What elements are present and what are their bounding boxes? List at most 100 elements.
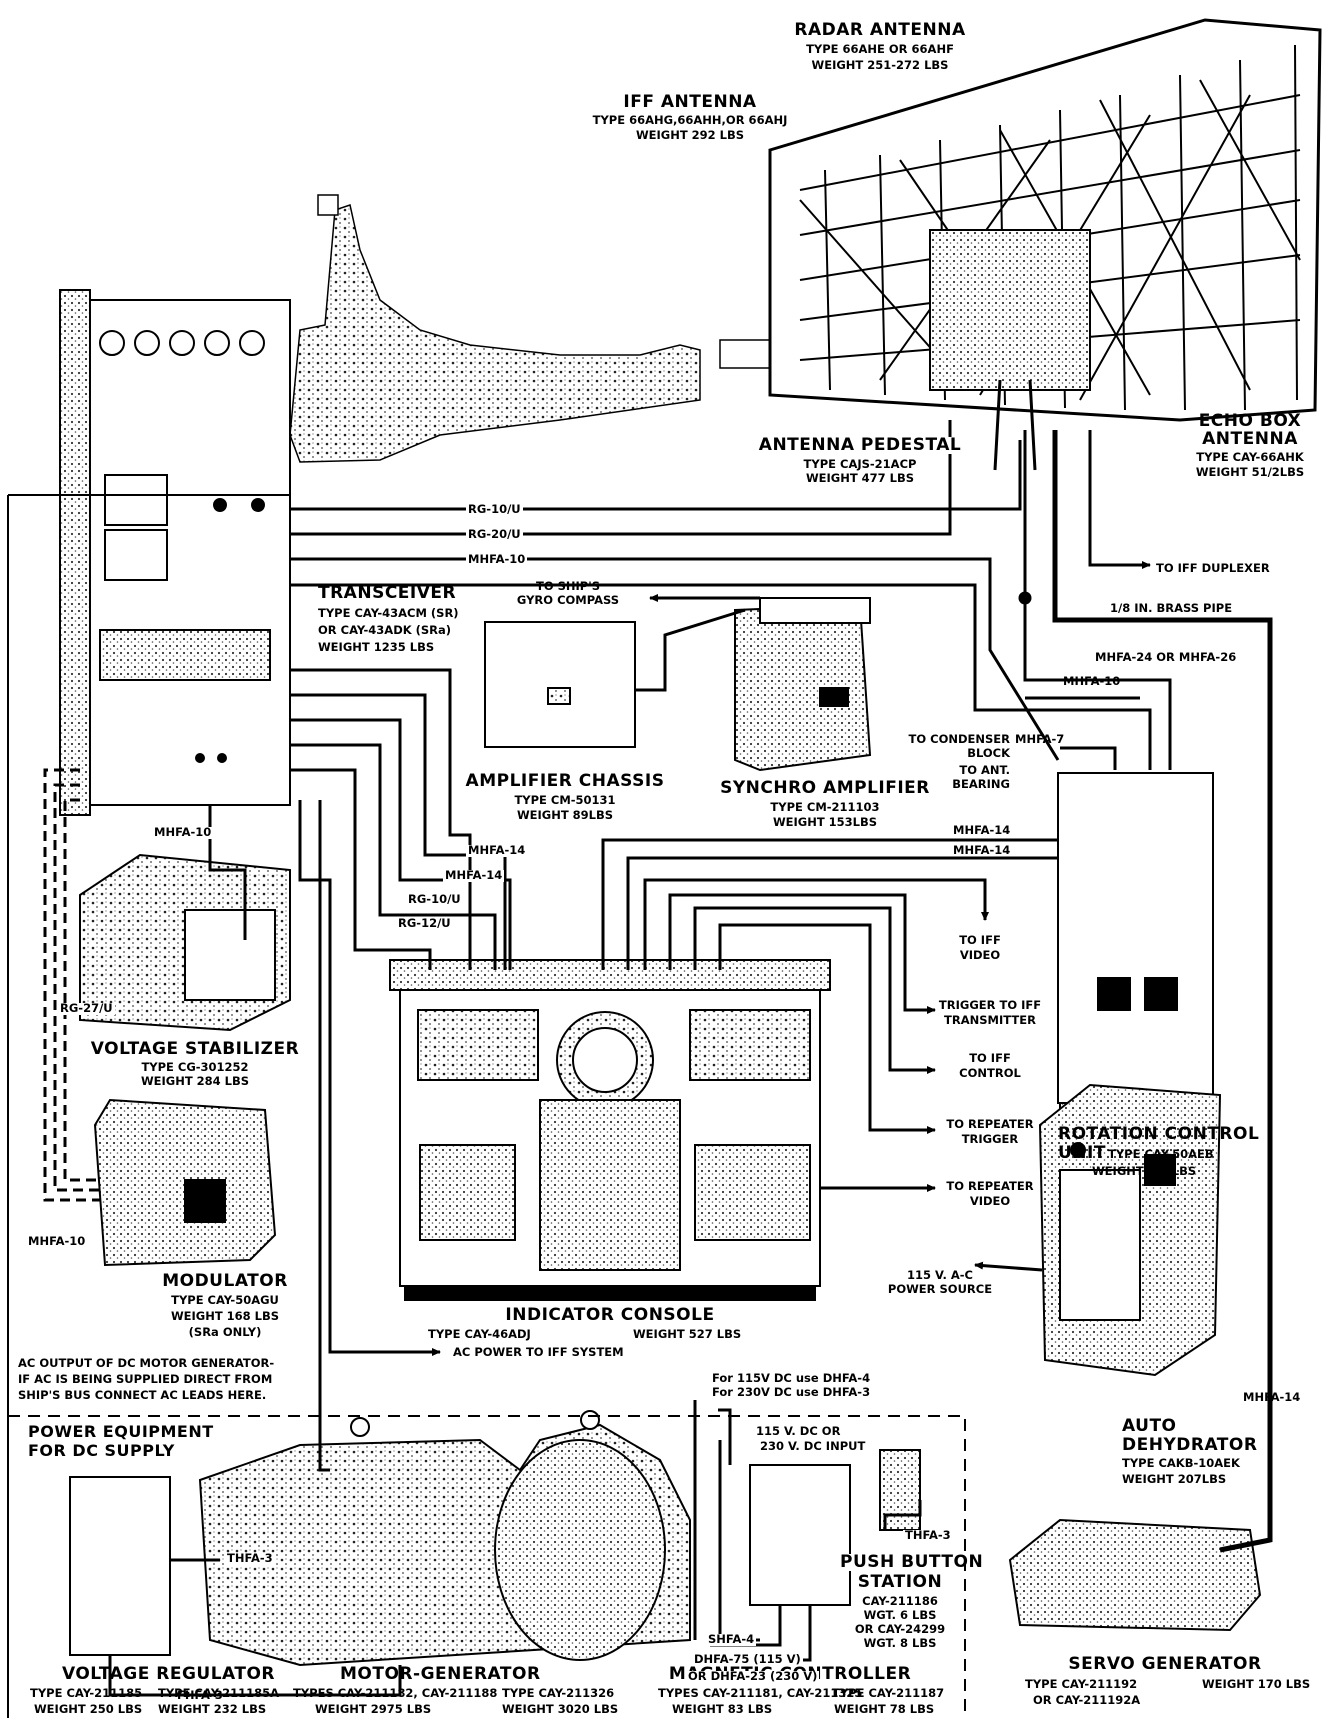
cable-rg20: RG-20/U	[466, 529, 523, 541]
note-dc-input-1: 115 V. DC OR	[756, 1426, 840, 1438]
dest-ant-bearing-1: TO ANT.	[890, 765, 1010, 777]
echo-box-name: ECHO BOX	[1180, 413, 1320, 430]
cable-shfa4: SHFA-4	[706, 1634, 756, 1646]
motor-generator-name: MOTOR-GENERATOR	[340, 1666, 540, 1683]
transceiver-image	[60, 290, 290, 815]
modulator-weight: WEIGHT 168 LBS	[115, 1311, 335, 1323]
motor-generator-weight-2: WEIGHT 3020 LBS	[502, 1704, 618, 1716]
transceiver-type: TYPE CAY-43ACM (SR)	[318, 608, 459, 620]
modulator-name: MODULATOR	[115, 1273, 335, 1290]
cable-mhfa14-b: MHFA-14	[953, 845, 1010, 857]
cable-brass-pipe: 1/8 IN. BRASS PIPE	[1110, 603, 1232, 615]
synchro-amplifier-weight: WEIGHT 153LBS	[715, 817, 935, 829]
rotation-control-weight: WEIGHT 217LBS	[1092, 1166, 1196, 1178]
amplifier-chassis-image	[485, 622, 635, 747]
synchro-amplifier-image	[735, 598, 870, 770]
cable-mhfa14-d: MHFA-14	[443, 870, 504, 882]
motor-generator-type: TYPES CAY-211182, CAY-211188	[293, 1688, 497, 1700]
amplifier-chassis-name: AMPLIFIER CHASSIS	[455, 773, 675, 790]
voltage-stabilizer-name: VOLTAGE STABILIZER	[85, 1041, 305, 1058]
dest-power-source-1: 115 V. A-C	[880, 1270, 1000, 1282]
rotation-control-name: ROTATION CONTROL	[1058, 1126, 1259, 1143]
push-button-station-name: PUSH BUTTON	[840, 1554, 960, 1571]
cable-mhfa24: MHFA-24 OR MHFA-26	[1095, 652, 1236, 664]
servo-generator-name: SERVO GENERATOR	[1050, 1656, 1280, 1673]
modulator-type: TYPE CAY-50AGU	[115, 1295, 335, 1307]
note-dc-input-2: 230 V. DC INPUT	[760, 1441, 865, 1453]
servo-generator-image	[1010, 1520, 1260, 1630]
cable-mhfa14-right: MHFA-14	[1243, 1392, 1300, 1404]
dest-iff-video-1: TO IFF	[940, 935, 1020, 947]
dest-repeater-video-1: TO REPEATER	[930, 1181, 1050, 1193]
cable-mhfa10-mod: MHFA-10	[26, 1236, 87, 1248]
power-equipment-title-2: FOR DC SUPPLY	[28, 1443, 175, 1459]
radar-antenna-type: TYPE 66AHE OR 66AHF	[760, 44, 1000, 56]
servo-generator-type-2: OR CAY-211192A	[1033, 1695, 1140, 1707]
iff-antenna-type: TYPE 66AHG,66AHH,OR 66AHJ	[560, 115, 820, 127]
cable-rg10-top: RG-10/U	[466, 504, 523, 516]
transceiver-type-2: OR CAY-43ADK (SRa)	[318, 625, 451, 637]
push-button-station-weight-2: WGT. 8 LBS	[840, 1638, 960, 1650]
servo-generator-type: TYPE CAY-211192	[1025, 1679, 1137, 1691]
iff-antenna-name: IFF ANTENNA	[560, 94, 820, 111]
dest-trigger-iff-1: TRIGGER TO IFF	[930, 1000, 1050, 1012]
dest-gyro-1: TO SHIP'S	[508, 581, 628, 593]
magnetic-controller-weight: WEIGHT 83 LBS	[672, 1704, 772, 1716]
voltage-regulator-weight: WEIGHT 250 LBS	[34, 1704, 142, 1716]
rotation-control-name-2: UNIT	[1058, 1145, 1106, 1162]
cable-thfa3-right: THFA-3	[903, 1530, 953, 1542]
antenna-pedestal-type: TYPE CAJS-21ACP	[745, 459, 975, 471]
voltage-stabilizer-weight: WEIGHT 284 LBS	[85, 1076, 305, 1088]
cable-thfa3-left: THFA-3	[225, 1553, 275, 1565]
dest-power-source-2: POWER SOURCE	[880, 1284, 1000, 1296]
indicator-console-type: TYPE CAY-46ADJ	[428, 1329, 531, 1341]
cable-dhfa23: OR DHFA-23 (230 V)	[686, 1671, 819, 1683]
push-button-station-weight: WGT. 6 LBS	[840, 1610, 960, 1622]
voltage-stabilizer-type: TYPE CG-301252	[85, 1062, 305, 1074]
transceiver-name: TRANSCEIVER	[318, 585, 456, 602]
antenna-pedestal-name: ANTENNA PEDESTAL	[745, 437, 975, 454]
dest-condenser-2: BLOCK	[890, 748, 1010, 760]
auto-dehydrator-name-2: DEHYDRATOR	[1122, 1437, 1257, 1454]
note-dhfa-2: For 230V DC use DHFA-3	[712, 1387, 870, 1399]
dest-ac-power-iff: AC POWER TO IFF SYSTEM	[453, 1347, 624, 1359]
auto-dehydrator-name: AUTO	[1122, 1418, 1177, 1435]
voltage-regulator-weight-2: WEIGHT 232 LBS	[158, 1704, 266, 1716]
indicator-console-weight: WEIGHT 527 LBS	[633, 1329, 741, 1341]
push-button-station-type-2: OR CAY-24299	[840, 1624, 960, 1636]
voltage-regulator-type: TYPE CAY-211185	[30, 1688, 142, 1700]
dest-repeater-trigger-1: TO REPEATER	[930, 1119, 1050, 1131]
dest-gyro-2: GYRO COMPASS	[508, 595, 628, 607]
dest-condenser-1: TO CONDENSER	[890, 734, 1010, 746]
push-button-station-type: CAY-211186	[840, 1596, 960, 1608]
echo-box-type: TYPE CAY-66AHK	[1180, 452, 1320, 464]
modulator-note: (SRa ONLY)	[115, 1327, 335, 1339]
dest-iff-video-2: VIDEO	[940, 950, 1020, 962]
rotation-control-image	[1058, 773, 1213, 1118]
transceiver-weight: WEIGHT 1235 LBS	[318, 642, 434, 654]
cable-mhfa7: MHFA-7	[1015, 734, 1064, 746]
rotation-control-type: TYPE CAY-50AEB	[1108, 1149, 1214, 1161]
modulator-image	[95, 1100, 275, 1265]
note-ac-output-1: AC OUTPUT OF DC MOTOR GENERATOR-	[18, 1358, 274, 1370]
motor-generator-image	[200, 1411, 690, 1665]
echo-box-name-2: ANTENNA	[1180, 431, 1320, 448]
motor-generator-weight: WEIGHT 2975 LBS	[315, 1704, 431, 1716]
radar-antenna-weight: WEIGHT 251-272 LBS	[760, 60, 1000, 72]
voltage-regulator-name: VOLTAGE REGULATOR	[62, 1666, 275, 1683]
dest-iff-duplexer: TO IFF DUPLEXER	[1156, 563, 1270, 575]
magnetic-controller-image	[750, 1465, 850, 1605]
cable-mhfa14-a: MHFA-14	[953, 825, 1010, 837]
voltage-regulator-image	[70, 1477, 170, 1655]
note-ac-output-3: SHIP'S BUS CONNECT AC LEADS HERE.	[18, 1390, 266, 1402]
indicator-console-name: INDICATOR CONSOLE	[480, 1307, 740, 1324]
amplifier-chassis-type: TYPE CM-50131	[455, 795, 675, 807]
cable-rg12: RG-12/U	[396, 918, 453, 930]
magnetic-controller-type-2: TYPE CAY-211187	[832, 1688, 944, 1700]
indicator-console-image	[390, 960, 830, 1300]
dest-iff-control-2: CONTROL	[930, 1068, 1050, 1080]
cable-mhfa14-c: MHFA-14	[466, 845, 527, 857]
cable-rg10-lower: RG-10/U	[406, 894, 463, 906]
antenna-pedestal-weight: WEIGHT 477 LBS	[745, 473, 975, 485]
